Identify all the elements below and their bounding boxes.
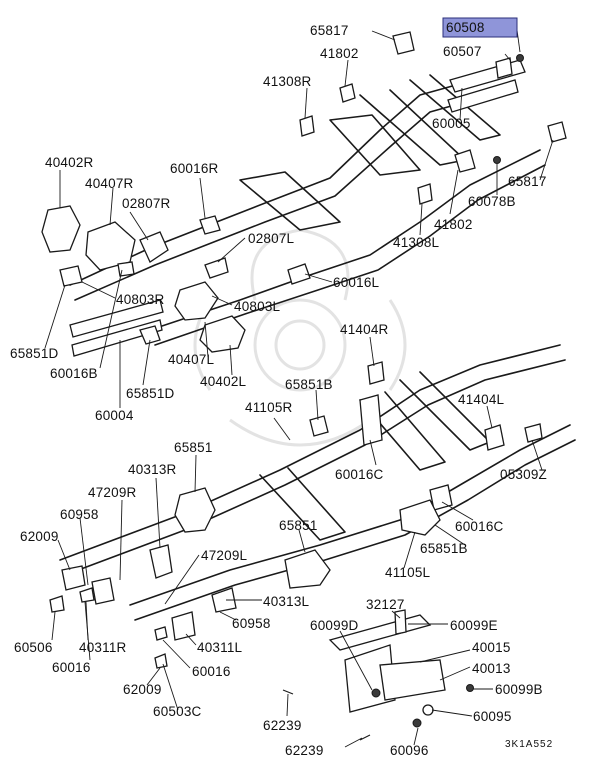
part-label[interactable]: 60078B (468, 194, 516, 209)
part-label[interactable]: 41404R (340, 322, 389, 337)
part-label[interactable]: 60099E (450, 618, 498, 633)
part-label[interactable]: 41308L (393, 235, 440, 250)
part-label[interactable]: 40015 (472, 640, 511, 655)
part-label[interactable]: 40407L (168, 352, 215, 367)
part-label[interactable]: 41802 (434, 217, 473, 232)
part-label[interactable]: 60016C (335, 467, 384, 482)
part-label[interactable]: 40402L (200, 374, 247, 389)
part-label[interactable]: 40402R (45, 155, 94, 170)
part-label[interactable]: 40313R (128, 462, 177, 477)
part-label[interactable]: 65851 (279, 518, 318, 533)
part-label[interactable]: 41308R (263, 74, 312, 89)
part-label[interactable]: 40311R (79, 640, 127, 655)
part-label[interactable]: 62009 (20, 529, 59, 544)
part-label[interactable]: 47209L (201, 548, 248, 563)
part-label[interactable]: 60016L (333, 275, 380, 290)
part-label[interactable]: 65851B (285, 377, 333, 392)
part-label[interactable]: 32127 (366, 597, 405, 612)
highlight-box (442, 17, 518, 38)
part-label[interactable]: 60507 (443, 44, 482, 59)
part-label[interactable]: 60016 (192, 664, 231, 679)
lower-frame (49, 344, 576, 741)
part-label[interactable]: 62239 (263, 718, 302, 733)
part-label[interactable]: 65851 (174, 440, 213, 455)
part-label[interactable]: 02807L (248, 231, 295, 246)
part-label[interactable]: 60958 (60, 507, 99, 522)
part-label[interactable]: 02807R (122, 196, 171, 211)
part-label[interactable]: 60016R (170, 161, 219, 176)
part-label[interactable]: 60016B (50, 366, 98, 381)
part-label[interactable]: 41105L (385, 565, 431, 580)
part-label[interactable]: 40803L (234, 299, 281, 314)
part-label[interactable]: 40313L (263, 594, 310, 609)
upper-frame (41, 31, 567, 357)
part-label[interactable]: 65817 (310, 23, 349, 38)
leader-lines (44, 29, 554, 748)
part-label[interactable]: 41802 (320, 46, 359, 61)
part-label[interactable]: 60095 (473, 709, 512, 724)
part-label[interactable]: 62239 (285, 743, 324, 758)
part-label[interactable]: 65817 (508, 174, 547, 189)
part-label[interactable]: 40407R (85, 176, 134, 191)
part-label[interactable]: 41404L (458, 392, 505, 407)
part-label[interactable]: 60099B (495, 682, 543, 697)
part-label[interactable]: 60096 (390, 743, 429, 758)
part-label[interactable]: 65851D (10, 346, 59, 361)
part-label[interactable]: 60503C (153, 704, 202, 719)
part-label[interactable]: 05309Z (500, 467, 547, 482)
drawing-code: 3K1A552 (505, 739, 553, 750)
part-label[interactable]: 40311L (197, 640, 243, 655)
part-label[interactable]: 60506 (14, 640, 53, 655)
part-label[interactable]: 65851D (126, 386, 175, 401)
part-label[interactable]: 40013 (472, 661, 511, 676)
part-label[interactable]: 40803R (116, 292, 165, 307)
part-label[interactable]: 60004 (95, 408, 134, 423)
part-label[interactable]: 60016 (52, 660, 91, 675)
part-label[interactable]: 60005 (432, 116, 471, 131)
bolt-60508 (516, 54, 524, 62)
part-label[interactable]: 60099D (310, 618, 359, 633)
part-label[interactable]: 60958 (232, 616, 271, 631)
part-label[interactable]: 65851B (420, 541, 468, 556)
part-label[interactable]: 47209R (88, 485, 137, 500)
part-label[interactable]: 60016C (455, 519, 504, 534)
part-labels: 60508 65817 60507 41802 41308R 60005 658… (10, 17, 553, 758)
part-label[interactable]: 41105R (245, 400, 293, 415)
part-label[interactable]: 60508 (446, 20, 485, 35)
part-label[interactable]: 62009 (123, 682, 162, 697)
